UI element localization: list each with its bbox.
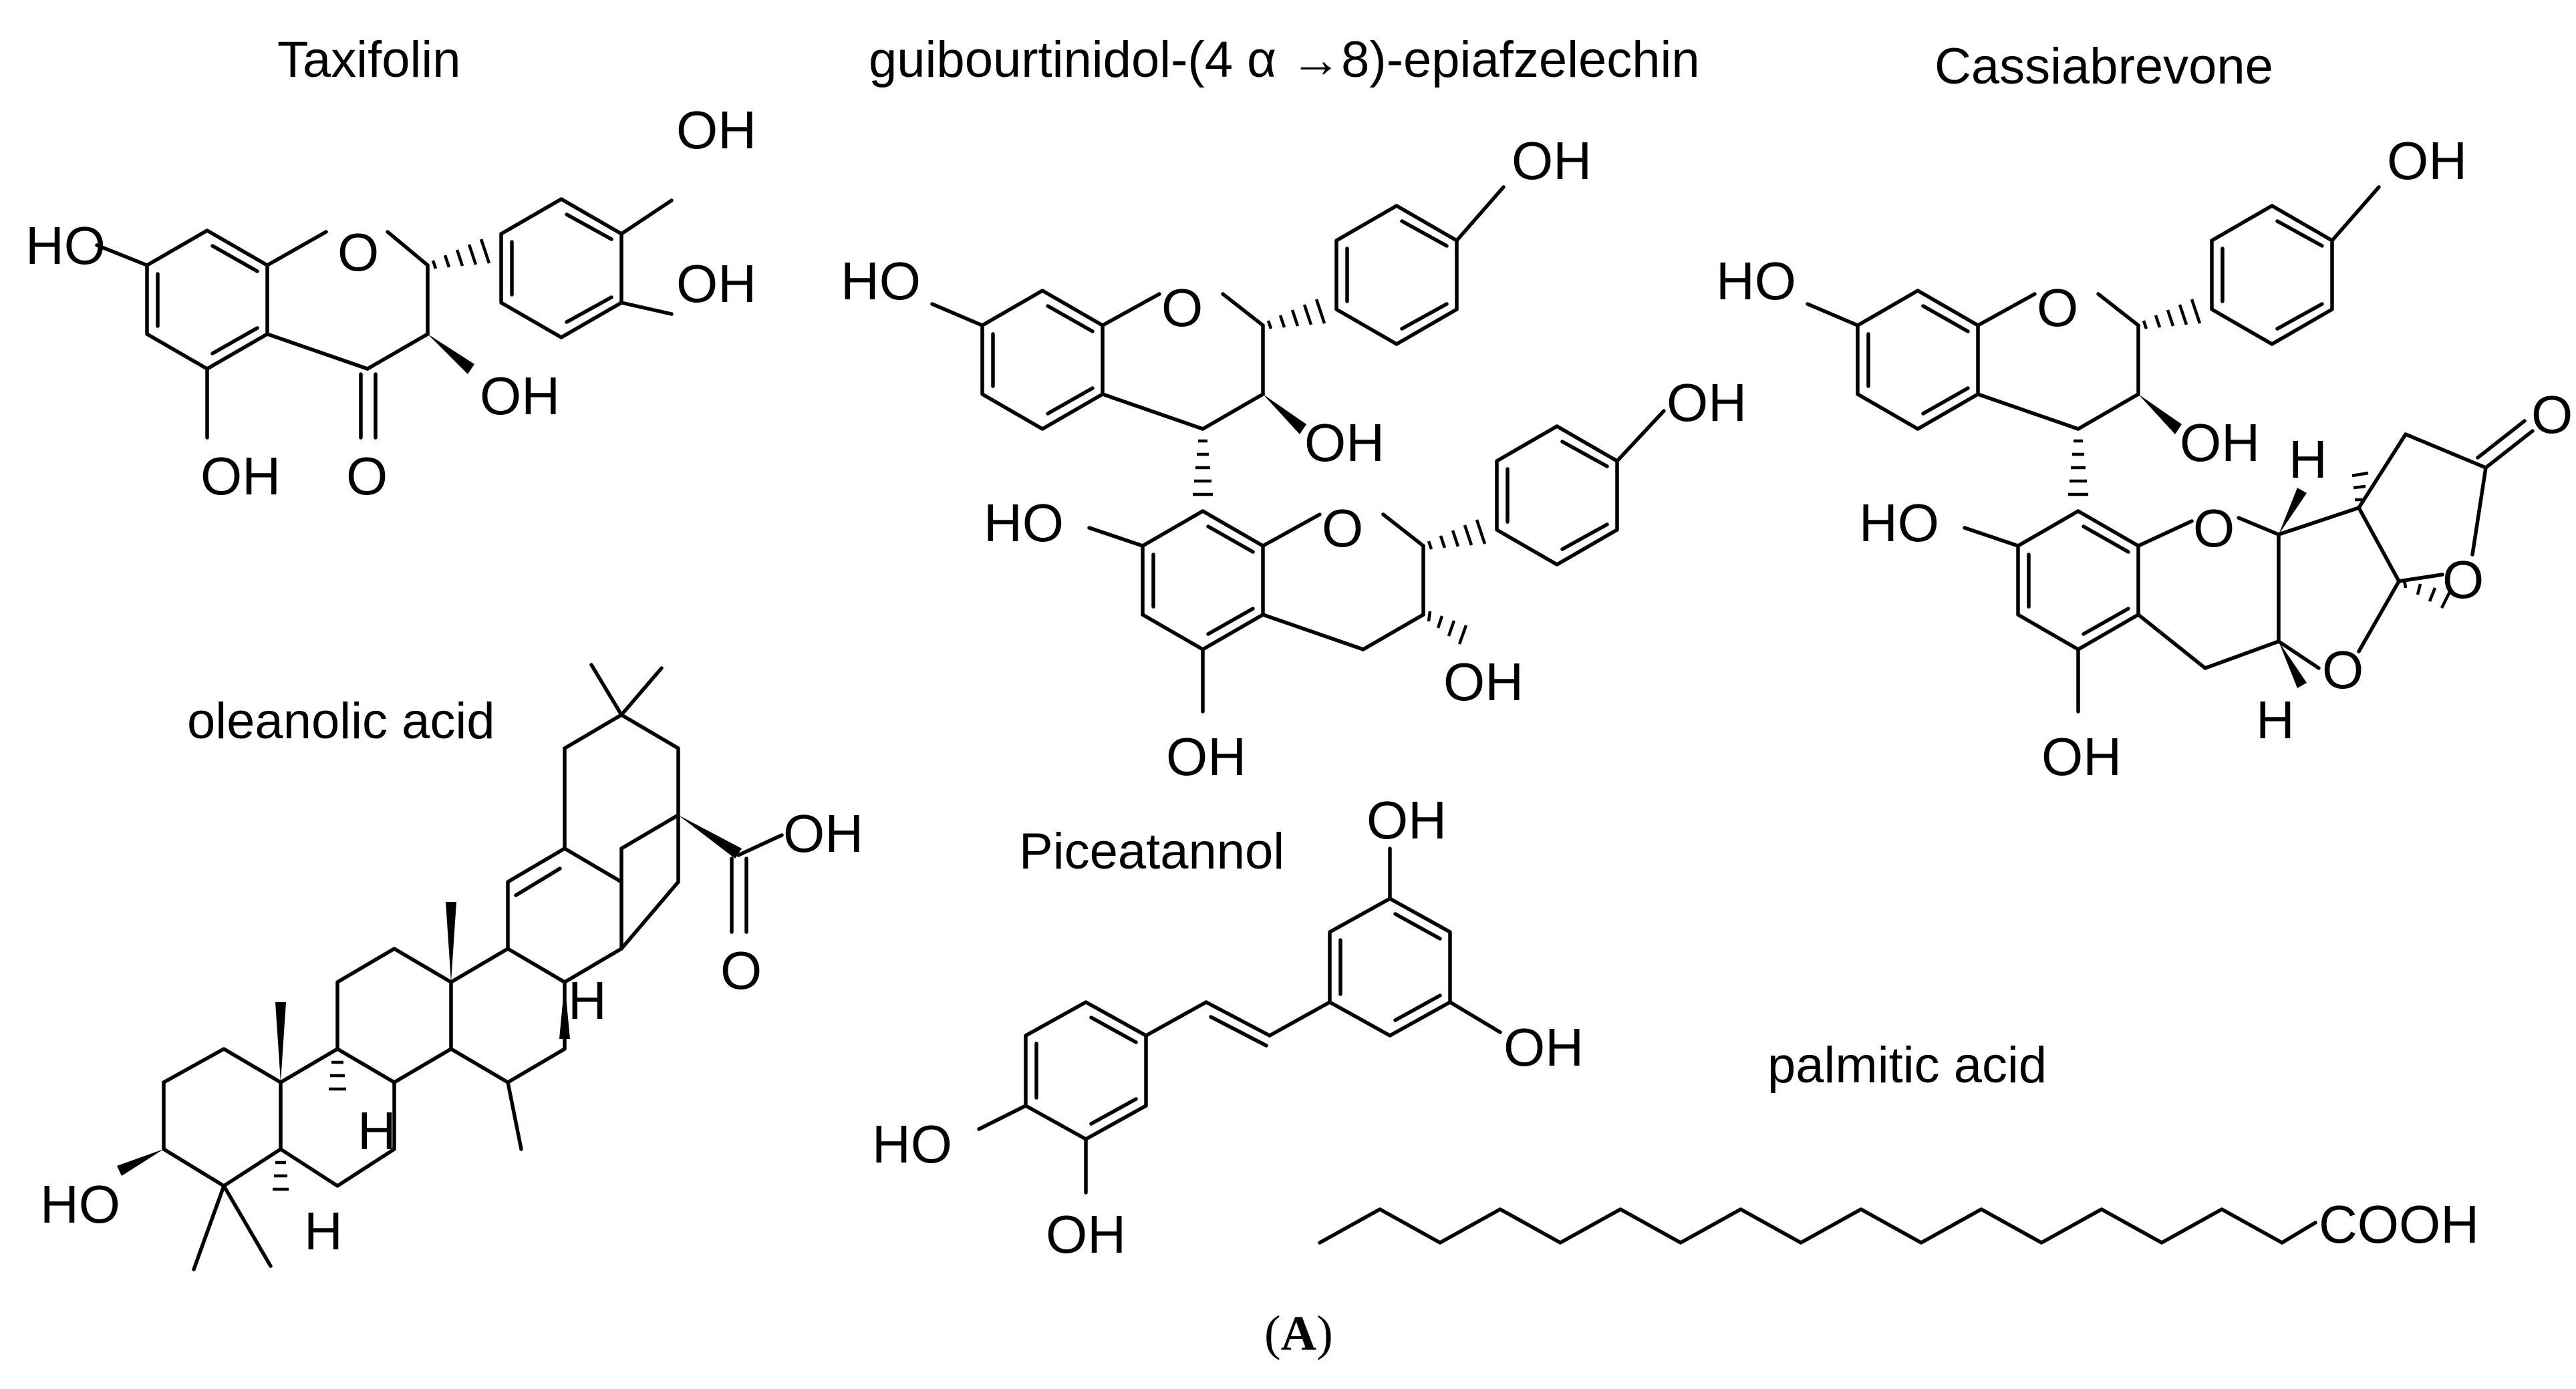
atom-label: HO bbox=[984, 493, 1064, 553]
atom-label: O bbox=[2531, 385, 2573, 444]
atom-label: HO bbox=[1716, 251, 1796, 311]
atom-label: OH bbox=[676, 254, 756, 313]
atom-label: O bbox=[337, 222, 379, 282]
taxifolin-structure: Taxifolin bbox=[25, 31, 756, 506]
palmitic-acid-name: palmitic acid bbox=[1767, 1037, 2047, 1094]
atom-label: OH bbox=[1166, 727, 1246, 786]
palmitic-acid-structure: palmitic acid COOH bbox=[1318, 1037, 2479, 1254]
panel-label-open: ( bbox=[1264, 1306, 1281, 1361]
atom-label: HO bbox=[40, 1175, 120, 1234]
cassiabrevone-structure: Cassiabrevone bbox=[1716, 38, 2573, 786]
oleanolic-acid-structure: oleanolic acid bbox=[40, 663, 863, 1271]
panel-label-close: ) bbox=[1316, 1306, 1333, 1361]
atom-label: O bbox=[2037, 278, 2078, 337]
atom-label: H bbox=[2256, 690, 2295, 750]
atom-label: H bbox=[2289, 430, 2327, 489]
hashed-bond bbox=[1266, 299, 1326, 329]
atom-label: O bbox=[2193, 498, 2235, 558]
atom-label: OH bbox=[2180, 413, 2260, 472]
guibourtinidol-structure: guibourtinidol-(4 α →8)-epiafzelechin bbox=[841, 31, 1747, 786]
atom-label: O bbox=[1322, 498, 1363, 558]
piceatannol-name: Piceatannol bbox=[1019, 823, 1284, 880]
hashed-bond bbox=[1427, 611, 1468, 645]
atom-label: OH bbox=[1304, 413, 1385, 472]
hashed-bond bbox=[431, 239, 491, 269]
atom-label: O bbox=[2442, 550, 2484, 609]
cassiabrevone-name: Cassiabrevone bbox=[1935, 38, 2273, 95]
atom-label: O bbox=[346, 446, 388, 506]
atom-label: OH bbox=[1367, 790, 1447, 850]
panel-label-letter: A bbox=[1281, 1306, 1316, 1361]
atom-label: H bbox=[357, 1101, 396, 1161]
atom-label: HO bbox=[1859, 493, 1939, 553]
atom-label: OH bbox=[2387, 131, 2467, 190]
hashed-bond bbox=[2402, 579, 2452, 609]
atom-label: O bbox=[1161, 278, 1203, 337]
atom-label: H bbox=[304, 1201, 343, 1261]
atom-label: COOH bbox=[2319, 1195, 2479, 1254]
atom-label: HO bbox=[872, 1114, 952, 1174]
hashed-bond bbox=[2351, 471, 2369, 502]
atom-label: H bbox=[568, 971, 607, 1030]
atom-label: HO bbox=[841, 251, 921, 311]
atom-label: OH bbox=[1504, 1018, 1584, 1077]
atom-label: OH bbox=[1512, 131, 1592, 190]
atom-label: OH bbox=[1046, 1205, 1126, 1264]
hashed-bond bbox=[2142, 299, 2202, 329]
atom-label: HO bbox=[25, 216, 106, 275]
atom-label: O bbox=[720, 941, 762, 1000]
hashed-bond bbox=[2068, 439, 2088, 496]
hashed-bond bbox=[1193, 439, 1213, 496]
hashed-bond bbox=[329, 1060, 346, 1091]
atom-label: OH bbox=[783, 804, 863, 863]
atom-label: OH bbox=[2041, 727, 2122, 786]
atom-label: OH bbox=[480, 366, 560, 426]
panel-label: (A) bbox=[1264, 1306, 1333, 1361]
atom-label: OH bbox=[200, 446, 281, 506]
piceatannol-structure: Piceatannol OH OH HO OH bbox=[872, 790, 1584, 1264]
hashed-bond bbox=[1427, 519, 1487, 550]
oleanolic-acid-name: oleanolic acid bbox=[187, 693, 495, 750]
atom-label: OH bbox=[676, 100, 756, 160]
hashed-bond bbox=[273, 1161, 289, 1191]
taxifolin-name: Taxifolin bbox=[277, 31, 461, 88]
atom-label: O bbox=[2322, 640, 2364, 700]
guibourtinidol-name: guibourtinidol-(4 α →8)-epiafzelechin bbox=[869, 31, 1700, 88]
atom-label: OH bbox=[1667, 373, 1747, 432]
atom-label: OH bbox=[1443, 652, 1524, 712]
